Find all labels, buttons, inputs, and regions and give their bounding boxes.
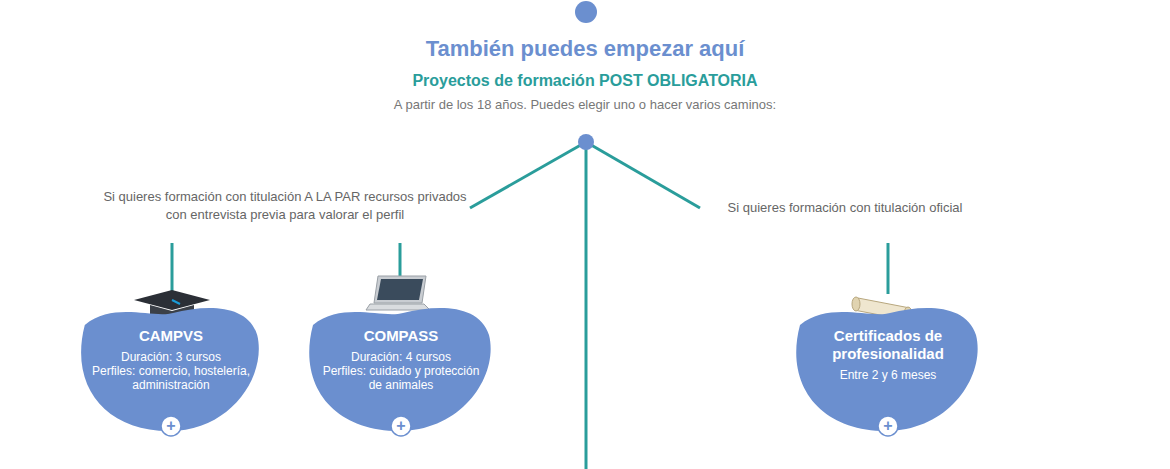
trunk-line [585, 142, 588, 469]
course-detail: Duración: 4 cursos [317, 350, 485, 364]
course-detail: Perfiles: comercio, hostelería, administ… [89, 364, 253, 392]
branch-dot [578, 134, 594, 150]
course-detail: Entre 2 y 6 meses [804, 368, 972, 382]
branch-label: Si quieres formación con titulación ofic… [715, 199, 975, 217]
course-title: CAMPVS [89, 327, 253, 345]
plus-button: + [160, 415, 182, 437]
branch-label: Si quieres formación con titulación A LA… [100, 188, 470, 224]
course-title: Certificados de profesionalidad [804, 327, 972, 363]
blob-shape [790, 303, 986, 431]
plus-circle-outline [161, 416, 181, 436]
course-blob: COMPASS Duración: 4 cursosPerfiles: cuida… [303, 303, 499, 431]
intro-text: A partir de los 18 años. Puedes elegir u… [0, 96, 1170, 114]
plus-circle-outline [878, 416, 898, 436]
plus-button: + [877, 415, 899, 437]
plus-sign: + [160, 415, 182, 437]
leader-line [887, 243, 890, 294]
plus-sign: + [877, 415, 899, 437]
title: También puedes empezar aquí [0, 36, 1170, 62]
plus-sign: + [390, 415, 412, 437]
laptop-icon [366, 276, 430, 310]
leader-line [171, 243, 174, 294]
blob-outline [81, 308, 259, 431]
branch-line [470, 142, 586, 208]
course-detail: Duración: 3 cursos [89, 350, 253, 364]
course-blob: CAMPVS Duración: 3 cursosPerfiles: comerc… [75, 303, 267, 431]
plus-circle-outline [391, 416, 411, 436]
subtitle: Proyectos de formación POST OBLIGATORIA [0, 72, 1170, 90]
top-dot [575, 1, 597, 23]
plus-button: + [390, 415, 412, 437]
course-detail: Perfiles: cuidado y protección de animal… [317, 364, 485, 392]
branch-line [586, 142, 700, 208]
course-title: COMPASS [317, 327, 485, 345]
blob-outline [309, 308, 490, 431]
course-blob: Certificados de profesionalidadEntre 2 y… [790, 303, 986, 431]
leader-line [399, 243, 402, 276]
blob-outline [796, 308, 977, 431]
